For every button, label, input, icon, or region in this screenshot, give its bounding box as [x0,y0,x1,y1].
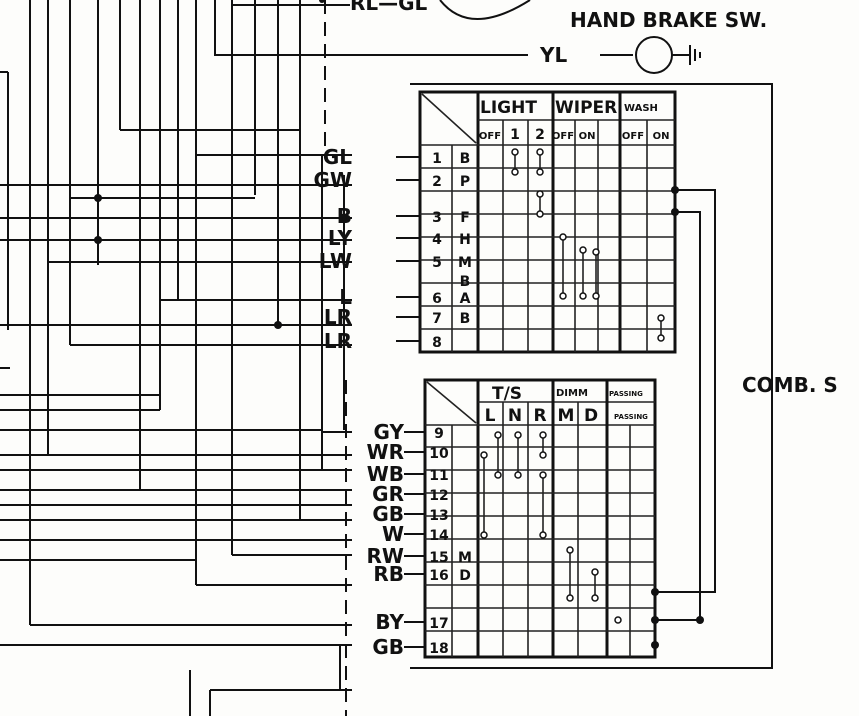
upper-subheader: OFF [479,131,501,142]
lower-wire-label: GB [372,502,404,526]
top-partial-label: RL—GL [350,0,428,15]
upper-wire-label: GW [314,168,352,192]
upper-row-code: M [458,255,472,271]
upper-row-code: B [460,151,471,167]
lower-row-number: 16 [429,568,448,584]
upper-header-wash: WASH [624,103,658,114]
upper-subheader: ON [579,131,596,142]
upper-row-number: 1 [432,151,442,167]
upper-wire-label: LY [328,226,353,250]
upper-wire-label: LW [319,249,352,273]
upper-wire-label: GL [323,145,352,169]
lower-wire-label: WB [367,462,404,486]
lower-subheader: R [533,406,546,426]
upper-row-number: 4 [432,232,442,248]
upper-wire-label: L [339,285,352,309]
lower-subheader: M [558,406,575,426]
lower-subheader: N [508,406,522,426]
hand-brake-label: HAND BRAKE SW. [570,8,767,32]
hand-brake-switch-symbol [635,36,673,74]
upper-row-number: 8 [432,335,442,351]
upper-row-number: 2 [432,174,442,190]
lower-header-passing: PASSING [609,390,643,398]
lower-row-code: M [458,550,472,566]
upper-subheader: 2 [535,127,545,143]
upper-row-number: 6 [432,291,442,307]
lower-subheader: PASSING [614,413,648,421]
upper-row-code: P [460,174,470,190]
lower-wire-label: GY [374,420,405,444]
upper-row-code: B [460,274,471,290]
lower-wire-label: BY [375,610,404,634]
lower-wire-label: RB [373,562,404,586]
lower-header-dimm: DIMM [556,388,588,399]
lower-row-number: 10 [429,446,449,462]
lower-row-number: 12 [429,488,448,504]
upper-row-code: A [460,291,471,307]
lower-wire-label: RW [367,544,404,568]
comb-switch-label: COMB. S [742,373,838,397]
upper-wire-label: LR [324,329,352,353]
upper-wire-label: LR [324,305,352,329]
right-bus-wiring [651,186,716,649]
hand-brake-wire-label: YL [539,43,567,67]
upper-subheader: OFF [552,131,574,142]
lower-subheader: L [485,406,496,426]
lower-row-number: 9 [434,426,444,442]
lower-wire-label: W [382,522,404,546]
lower-row-number: 11 [429,468,448,484]
left-wiring-lower [0,394,352,716]
upper-subheader: 1 [510,127,520,143]
lower-row-number: 17 [429,616,448,632]
lower-row-number: 14 [429,528,449,544]
lower-wire-label: WR [367,440,404,464]
upper-header-wiper: WIPER [555,98,617,118]
lower-subheader: D [584,406,598,426]
upper-row-code: H [459,232,471,248]
upper-subheader: ON [653,131,670,142]
lower-row-number: 15 [429,550,448,566]
lower-row-number: 18 [429,641,448,657]
upper-row-number: 3 [432,210,442,226]
lower-row-number: 13 [429,508,448,524]
upper-wire-label: B [337,204,352,228]
lower-header-ts: T/S [492,384,522,404]
lower-row-code: D [459,568,471,584]
lower-switch-table: 9 10 11 12 13 14 15 M 16 D 17 18 T/S DIMM PASSING L… [423,378,657,659]
lower-wire-label: GR [372,482,404,506]
left-wiring-upper [0,0,352,625]
lower-wire-label: GB [372,635,404,659]
upper-header-light: LIGHT [480,98,537,118]
upper-row-code: B [460,311,471,327]
upper-row-code: F [460,210,470,226]
upper-row-number: 5 [432,255,442,271]
upper-row-number: 7 [432,311,442,327]
upper-subheader: OFF [622,131,644,142]
